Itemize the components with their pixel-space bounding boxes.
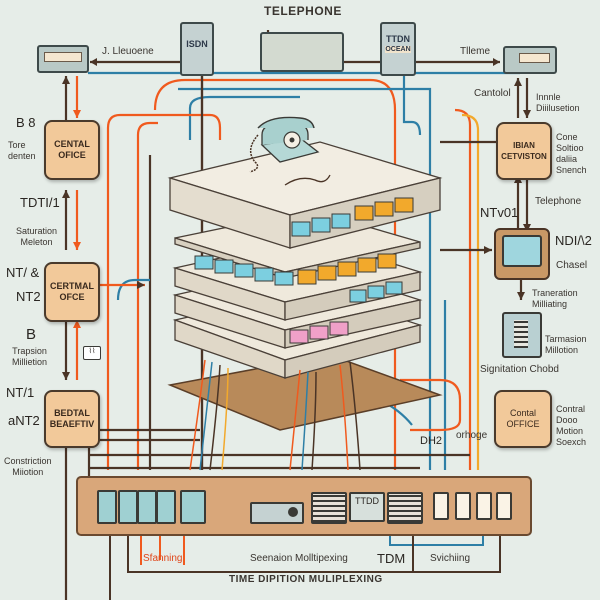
right-arrow-label: Tlleme (460, 46, 491, 57)
right-terminal-device (503, 46, 557, 74)
signaling-label: Sfanning (143, 553, 183, 564)
transmission2-label: Tarmasion Millotion (545, 334, 587, 355)
label-b8: B 8 (16, 115, 36, 130)
tdm-grid-panel-2 (387, 492, 423, 524)
chassis-label: Chasel (556, 260, 588, 271)
label-tdti: TDTI/1 (20, 195, 60, 210)
label-ntv01: NTv01 (480, 205, 519, 220)
isdn-right-sub: OCEAN (385, 46, 411, 53)
label-b: B (26, 326, 37, 343)
switch-unit-3 (476, 492, 492, 520)
monitor-screen (502, 235, 542, 267)
arrowhead (62, 76, 70, 84)
desk-phone-icon (502, 312, 542, 358)
modules-pink (289, 321, 349, 344)
isdn-left-label: ISDN (186, 39, 208, 49)
constriction-label: Constriction Miiotion (4, 456, 52, 477)
arrowhead (73, 242, 81, 250)
arrowhead (73, 320, 81, 328)
keypad-icon (514, 320, 528, 348)
label-nd12: NDI/\2 (555, 233, 592, 248)
arrowhead (514, 78, 522, 86)
tdm-caption: TIME DIPITION MULIPLEXING (229, 574, 383, 585)
cone-switch-label: Cone Soltioo daliia Snench (556, 132, 587, 175)
tdm-module-2 (118, 490, 138, 524)
arrowhead (137, 281, 145, 289)
wire-office3-right (98, 428, 200, 442)
wire-orange-loop-right (400, 378, 462, 432)
modules-cyan (194, 213, 403, 303)
wire-right-orange (454, 108, 472, 470)
isdn-box-right: TTDN OCEAN (380, 22, 416, 76)
central-office-3: BEDTAL BEAEFTIV (44, 390, 100, 448)
switch-unit-4 (496, 492, 512, 520)
session-multiplexing-label: Seenaion Molltipexing (250, 553, 348, 564)
modules-orange (297, 197, 414, 285)
saturation-label: Saturation Meleton (16, 226, 58, 247)
isdn-box-left: ISDN (180, 22, 214, 76)
arrowhead (62, 372, 70, 380)
label-ant2: aNT2 (8, 413, 40, 428)
arrowhead (493, 58, 500, 66)
arrowhead (73, 110, 81, 118)
rotary-telephone-icon (249, 116, 331, 186)
monitor-device (494, 228, 550, 280)
label-nt1: NT/1 (6, 385, 35, 400)
left-terminal-device (37, 45, 89, 73)
wire-orange-left-loop2 (136, 121, 158, 470)
tdm-label: TDM (377, 551, 406, 566)
telephone-keypad-device (260, 32, 344, 72)
right-control-label: Cantolol (474, 88, 511, 99)
right-central-office-1: IBIAN CETVISTON (496, 122, 552, 180)
wire-bottom-loop (127, 525, 501, 573)
central-office-2: CERTMAL OFCE (44, 262, 100, 322)
tdm-recorder-device (250, 502, 304, 524)
traposion-label: Trapsion Millietion (12, 346, 48, 367)
switch-unit-2 (455, 492, 471, 520)
wire-top-blue2 (178, 87, 432, 470)
arrowhead (517, 292, 525, 300)
left-device-label: J. Lleuoene (102, 46, 154, 57)
switching-label: Svichiing (430, 553, 471, 564)
central-office-1: CENTAL OFICE (44, 120, 100, 180)
label-dh2: DH2 (420, 435, 443, 447)
isdn-right-label: TTDN (386, 34, 410, 44)
wire-right-orange2 (461, 113, 480, 470)
orthog-label: orhoge (456, 430, 488, 441)
tdm-td-panel: TTDD (349, 492, 385, 522)
arrowhead (90, 58, 97, 66)
wire-orange-left-loop (106, 113, 222, 470)
telephone-label: Telephone (535, 196, 582, 207)
wire-top-blue3 (188, 95, 300, 140)
arrowhead (62, 190, 70, 198)
tdm-module-1 (97, 490, 117, 524)
switch-unit-1 (433, 492, 449, 520)
diagram-title: TELEPHONE (264, 4, 342, 18)
td-label: TTDD (355, 496, 379, 506)
tdm-module-4 (156, 490, 176, 524)
wire-top-orange (153, 78, 397, 470)
signal-channel-label: Signitation Chobd (480, 364, 559, 375)
central-switch-side-label: Contral Dooo Motion Soexch (556, 404, 587, 447)
tdm-module-5 (180, 490, 206, 524)
tdm-module-3 (137, 490, 157, 524)
tdm-grid-panel-1 (311, 492, 347, 524)
right-distribution-label: Innnle Diiilusetion (536, 92, 580, 113)
wire-isdn-right-down (402, 75, 422, 136)
reel-icon (288, 507, 298, 517)
arrowhead (523, 110, 531, 118)
right-central-office-2: Contal OFFICE (494, 390, 552, 448)
label-nt-and: NT/ & (6, 265, 40, 280)
wire-blue-left (116, 278, 150, 301)
transmission-label: Traneration Milliating (532, 288, 578, 309)
arrowhead (484, 246, 492, 254)
tone-detection-label: Tore denten (8, 140, 36, 161)
signal-waveform-icon: ⌇⌇ (83, 346, 101, 360)
label-nt2: NT2 (16, 289, 41, 304)
